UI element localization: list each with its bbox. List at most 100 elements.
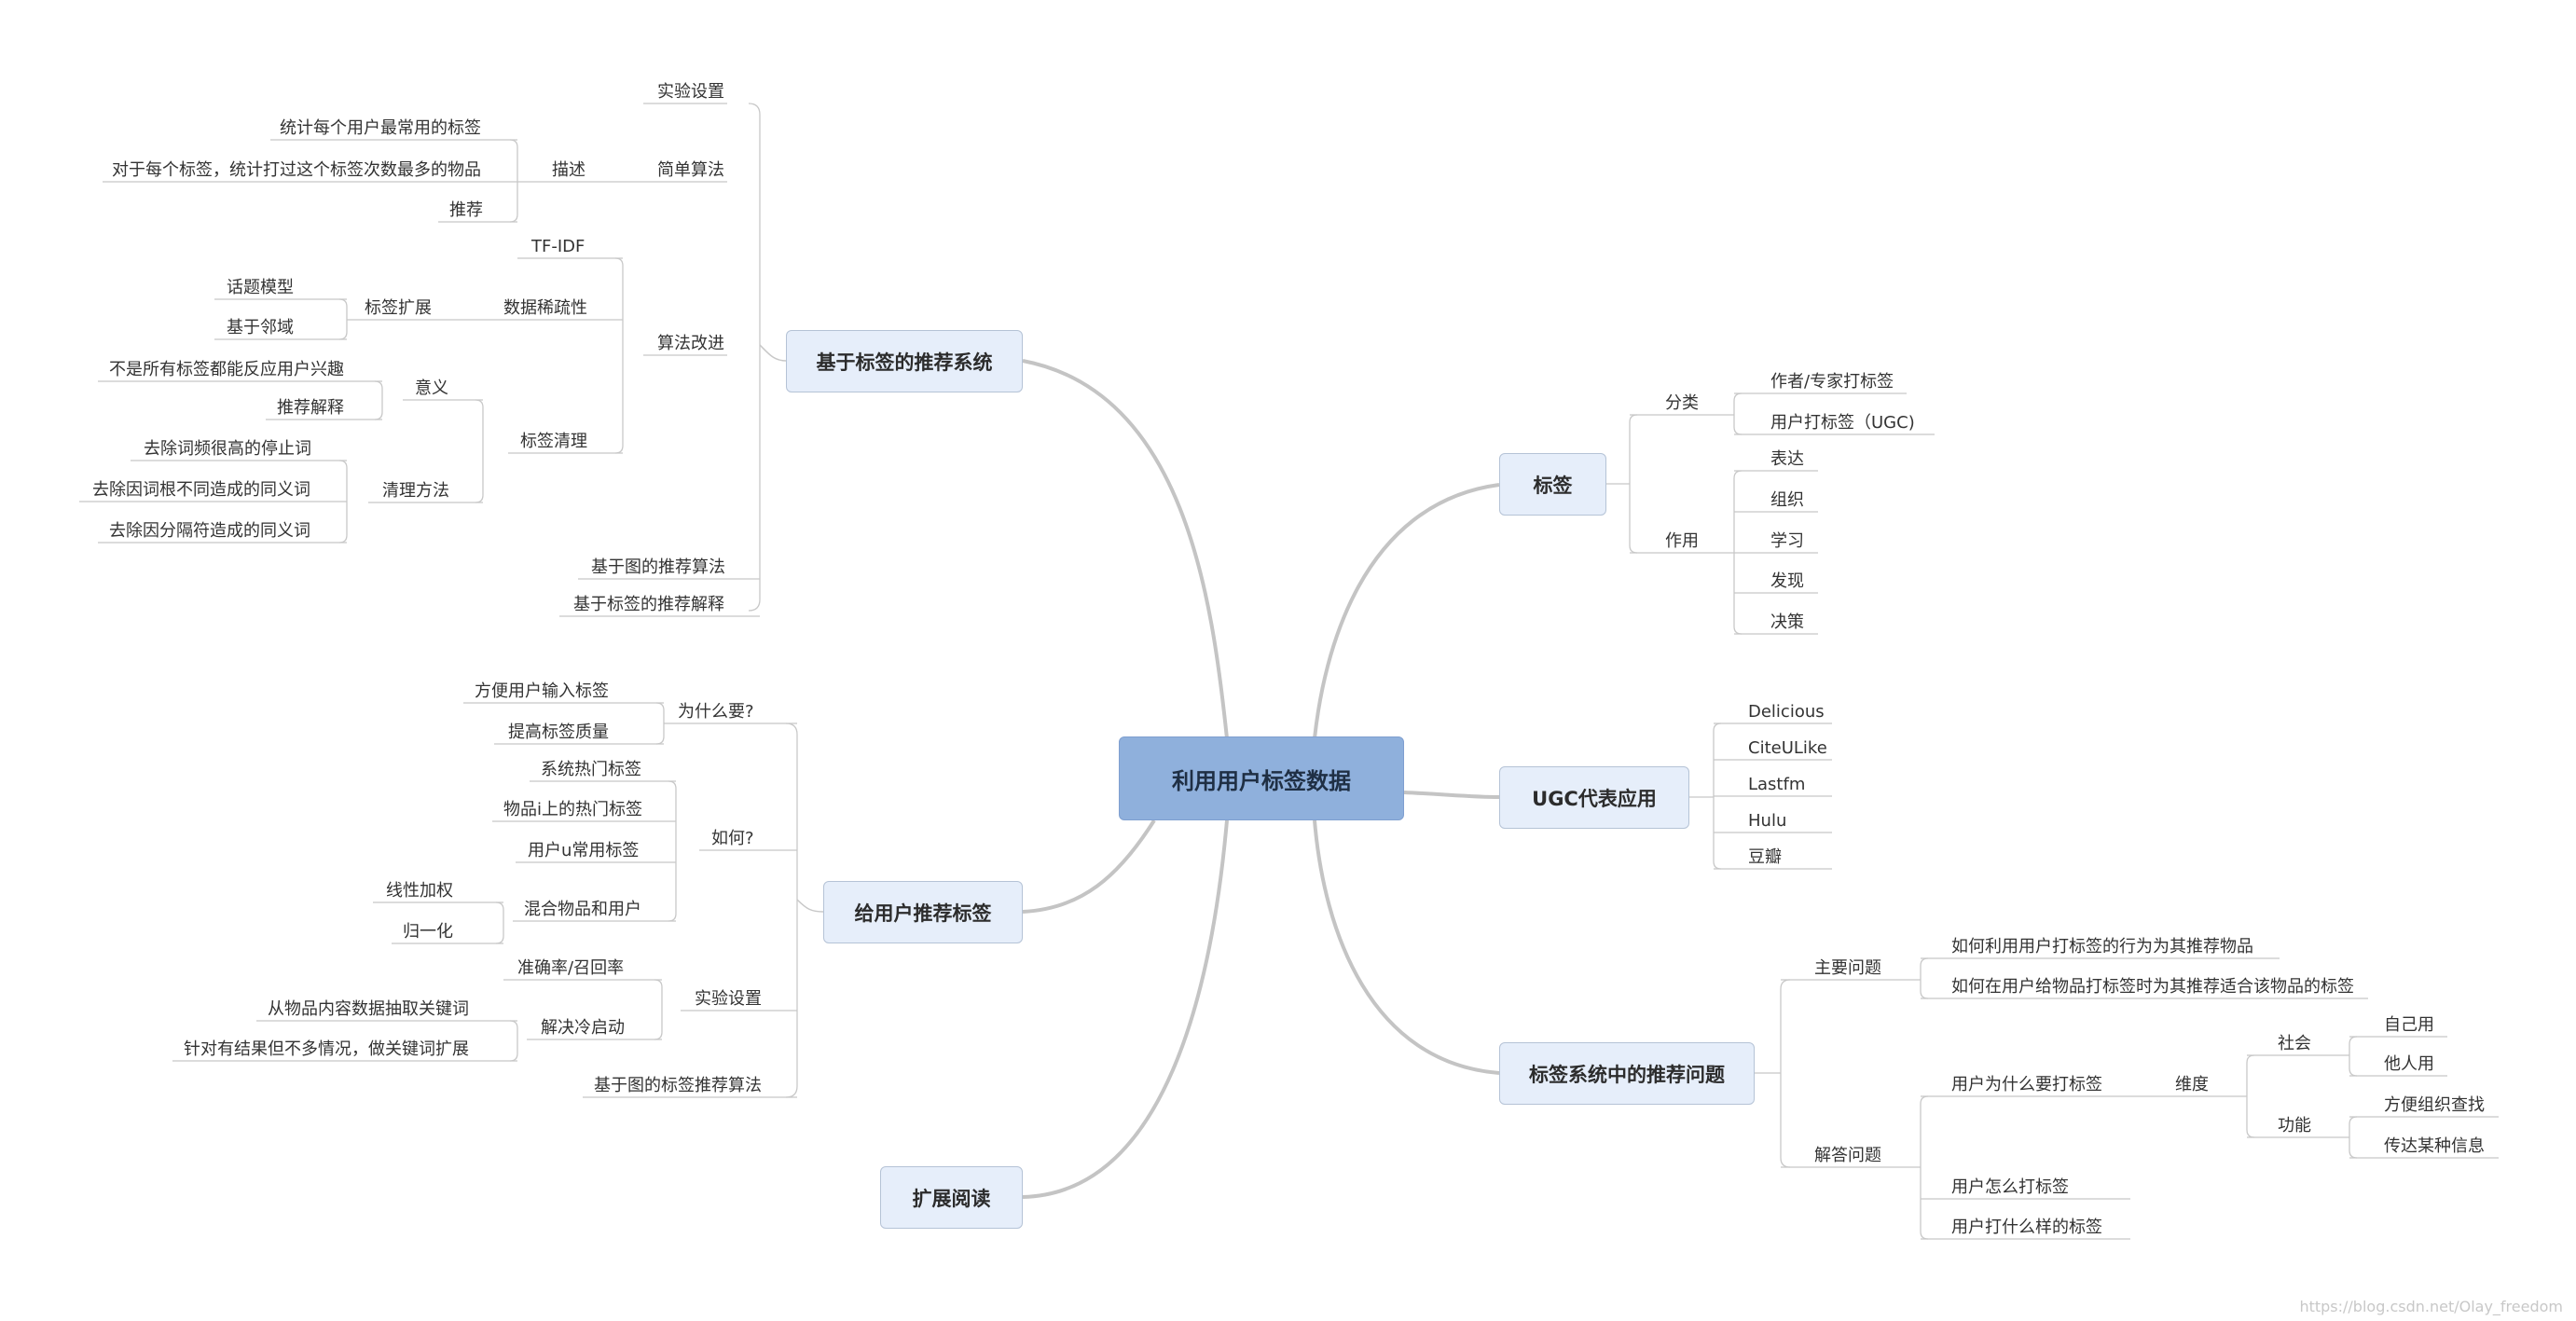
how-item[interactable]: 物品i上的热门标签 xyxy=(503,800,643,819)
bracket xyxy=(654,979,663,1040)
bracket xyxy=(1920,957,1929,999)
bracket xyxy=(2349,1116,2358,1159)
label-why[interactable]: 为什么要? xyxy=(678,702,754,722)
label-exp-setting[interactable]: 实验设置 xyxy=(657,82,724,102)
role-item[interactable]: 决策 xyxy=(1770,612,1804,632)
role-item[interactable]: 学习 xyxy=(1770,531,1804,551)
label-how[interactable]: 如何? xyxy=(711,829,754,848)
label-role[interactable]: 作用 xyxy=(1665,531,1699,551)
label-graph-tag-rec[interactable]: 基于图的标签推荐算法 xyxy=(594,1076,762,1095)
how-item[interactable]: 用户u常用标签 xyxy=(528,841,640,860)
how-item[interactable]: 系统热门标签 xyxy=(541,760,641,779)
method-item[interactable]: 去除因词根不同造成的同义词 xyxy=(92,480,310,500)
branch-recommend-tags[interactable]: 给用户推荐标签 xyxy=(823,881,1023,943)
root-curve xyxy=(1022,359,1229,739)
branch-link xyxy=(759,344,787,362)
branch-problems[interactable]: 标签系统中的推荐问题 xyxy=(1499,1042,1755,1105)
desc-item[interactable]: 统计每个用户最常用的标签 xyxy=(280,118,481,138)
social-item[interactable]: 他人用 xyxy=(2384,1054,2434,1074)
cold-item[interactable]: 从物品内容数据抽取关键词 xyxy=(268,999,469,1019)
label-tag-explain[interactable]: 基于标签的推荐解释 xyxy=(573,595,724,614)
method-item[interactable]: 去除因分隔符造成的同义词 xyxy=(109,521,310,541)
ugc-item[interactable]: CiteULike xyxy=(1748,738,1827,758)
bracket xyxy=(2349,1036,2358,1077)
label-metric[interactable]: 准确率/召回率 xyxy=(517,958,625,978)
function-item[interactable]: 方便组织查找 xyxy=(2384,1095,2485,1115)
main-item[interactable]: 如何在用户给物品打标签时为其推荐适合该物品的标签 xyxy=(1951,977,2354,997)
label-graph-rec[interactable]: 基于图的推荐算法 xyxy=(591,557,725,577)
bracket xyxy=(1780,979,1791,1168)
branch-rec-system[interactable]: 基于标签的推荐系统 xyxy=(786,330,1023,392)
label-function[interactable]: 功能 xyxy=(2278,1116,2311,1135)
label-why-tag[interactable]: 用户为什么要打标签 xyxy=(1951,1075,2102,1094)
method-item[interactable]: 去除词频很高的停止词 xyxy=(144,439,311,459)
label-cold-start[interactable]: 解决冷启动 xyxy=(541,1018,625,1038)
social-item[interactable]: 自己用 xyxy=(2384,1015,2434,1035)
ugc-item[interactable]: 豆瓣 xyxy=(1748,847,1782,867)
root-curve xyxy=(1313,483,1500,739)
bracket xyxy=(655,702,665,745)
bracket xyxy=(475,399,484,503)
root-curve xyxy=(1022,819,1156,914)
bracket xyxy=(495,901,504,944)
label-how-tag[interactable]: 用户怎么打标签 xyxy=(1951,1177,2069,1197)
label-sparse[interactable]: 数据稀疏性 xyxy=(503,298,587,318)
root-node[interactable]: 利用用户标签数据 xyxy=(1119,736,1404,820)
category-item[interactable]: 用户打标签（UGC) xyxy=(1770,413,1915,433)
bracket xyxy=(374,380,383,420)
expand-item[interactable]: 话题模型 xyxy=(227,278,294,297)
root-curve xyxy=(1403,791,1500,799)
label-dimension[interactable]: 维度 xyxy=(2175,1075,2209,1094)
bracket xyxy=(614,257,624,454)
root-curve xyxy=(1313,819,1500,1075)
mix-item[interactable]: 归一化 xyxy=(403,922,453,942)
label-clean-method[interactable]: 清理方法 xyxy=(382,481,449,501)
function-item[interactable]: 传达某种信息 xyxy=(2384,1136,2485,1156)
why-item[interactable]: 方便用户输入标签 xyxy=(475,681,609,701)
expand-item[interactable]: 基于邻域 xyxy=(227,318,294,337)
label-meaning[interactable]: 意义 xyxy=(415,378,448,398)
bracket xyxy=(1920,1095,1929,1240)
label-tag-clean[interactable]: 标签清理 xyxy=(520,432,587,451)
desc-item[interactable]: 推荐 xyxy=(449,200,483,220)
branch-ugc[interactable]: UGC代表应用 xyxy=(1499,766,1689,829)
role-item[interactable]: 组织 xyxy=(1770,490,1804,510)
bracket xyxy=(785,722,798,1098)
ugc-item[interactable]: Hulu xyxy=(1748,811,1787,831)
label-describe[interactable]: 描述 xyxy=(552,160,585,180)
watermark: https://blog.csdn.net/Olay_freedom xyxy=(2299,1298,2563,1315)
label-social[interactable]: 社会 xyxy=(2278,1034,2311,1053)
category-item[interactable]: 作者/专家打标签 xyxy=(1770,372,1894,392)
branch-tags[interactable]: 标签 xyxy=(1499,453,1606,516)
ugc-item[interactable]: Lastfm xyxy=(1748,775,1806,794)
main-item[interactable]: 如何利用用户打标签的行为为其推荐物品 xyxy=(1951,937,2253,956)
label-simple-algo[interactable]: 简单算法 xyxy=(657,160,724,180)
role-item[interactable]: 发现 xyxy=(1770,571,1804,591)
ugc-item[interactable]: Delicious xyxy=(1748,702,1825,722)
desc-item[interactable]: 对于每个标签，统计打过这个标签次数最多的物品 xyxy=(112,160,481,180)
bracket xyxy=(2246,1054,2255,1138)
bracket xyxy=(1629,414,1638,554)
label-category[interactable]: 分类 xyxy=(1665,393,1699,413)
label-answer[interactable]: 解答问题 xyxy=(1814,1146,1881,1165)
label-main-problem[interactable]: 主要问题 xyxy=(1814,958,1881,978)
bracket xyxy=(509,139,518,223)
label-what-tag[interactable]: 用户打什么样的标签 xyxy=(1951,1218,2102,1237)
root-curve xyxy=(1022,819,1229,1199)
mix-item[interactable]: 线性加权 xyxy=(386,881,453,901)
branch-reading[interactable]: 扩展阅读 xyxy=(880,1166,1023,1229)
meaning-item[interactable]: 不是所有标签都能反应用户兴趣 xyxy=(109,360,344,379)
label-tag-expand[interactable]: 标签扩展 xyxy=(365,298,432,318)
label-exp[interactable]: 实验设置 xyxy=(695,989,762,1009)
cold-item[interactable]: 针对有结果但不多情况，做关键词扩展 xyxy=(184,1039,469,1059)
bracket xyxy=(509,1020,518,1062)
label-algo-improve[interactable]: 算法改进 xyxy=(657,334,724,353)
label-tfidf[interactable]: TF-IDF xyxy=(531,237,585,256)
how-item[interactable]: 混合物品和用户 xyxy=(524,900,641,919)
why-item[interactable]: 提高标签质量 xyxy=(508,722,609,742)
meaning-item[interactable]: 推荐解释 xyxy=(277,398,344,418)
bracket xyxy=(338,298,348,340)
role-item[interactable]: 表达 xyxy=(1770,449,1804,469)
